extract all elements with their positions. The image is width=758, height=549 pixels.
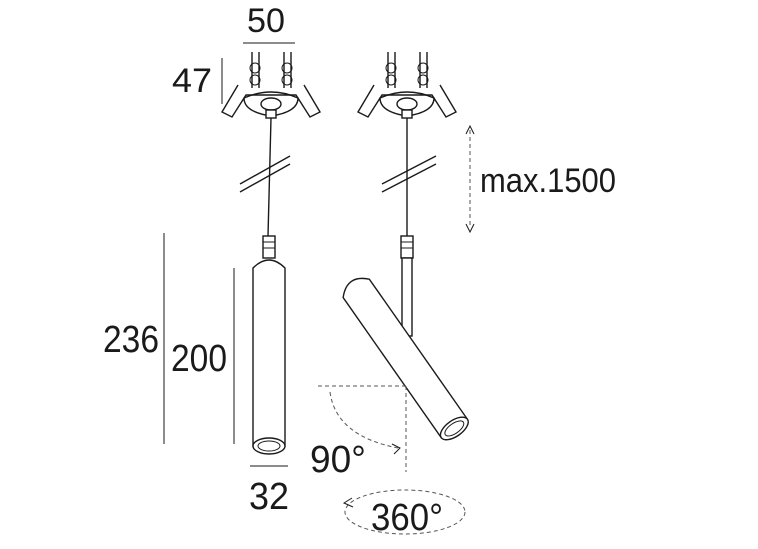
tube-body-left [252, 259, 286, 447]
dim-total-height: 236 [103, 319, 159, 361]
break-mark-left [239, 155, 291, 193]
dim-body-height: 200 [171, 338, 227, 380]
tilt-angle-indicator [318, 385, 407, 472]
rotation-indicator [342, 489, 466, 535]
connector-right [400, 235, 414, 259]
connector-left [262, 235, 276, 259]
dim-suspension-arrow [465, 124, 475, 234]
tube-body-right [342, 277, 469, 441]
suspension-cable-left [267, 117, 272, 237]
luminaire-straight [221, 52, 321, 455]
tube-opening-left [252, 437, 286, 455]
dim-height-top: 47 [172, 62, 212, 100]
dim-diameter: 32 [249, 476, 289, 518]
ceiling-canopy-right [357, 52, 457, 119]
ceiling-canopy-left [221, 52, 321, 119]
stem-right [401, 257, 413, 337]
break-mark-right [381, 155, 437, 193]
luminaire-tilted [342, 52, 469, 441]
dim-tilt-angle: 90° [310, 439, 366, 481]
dim-suspension: max.1500 [480, 162, 616, 200]
dim-rotation-angle: 360° [371, 497, 443, 539]
dim-width-top: 50 [247, 2, 285, 40]
